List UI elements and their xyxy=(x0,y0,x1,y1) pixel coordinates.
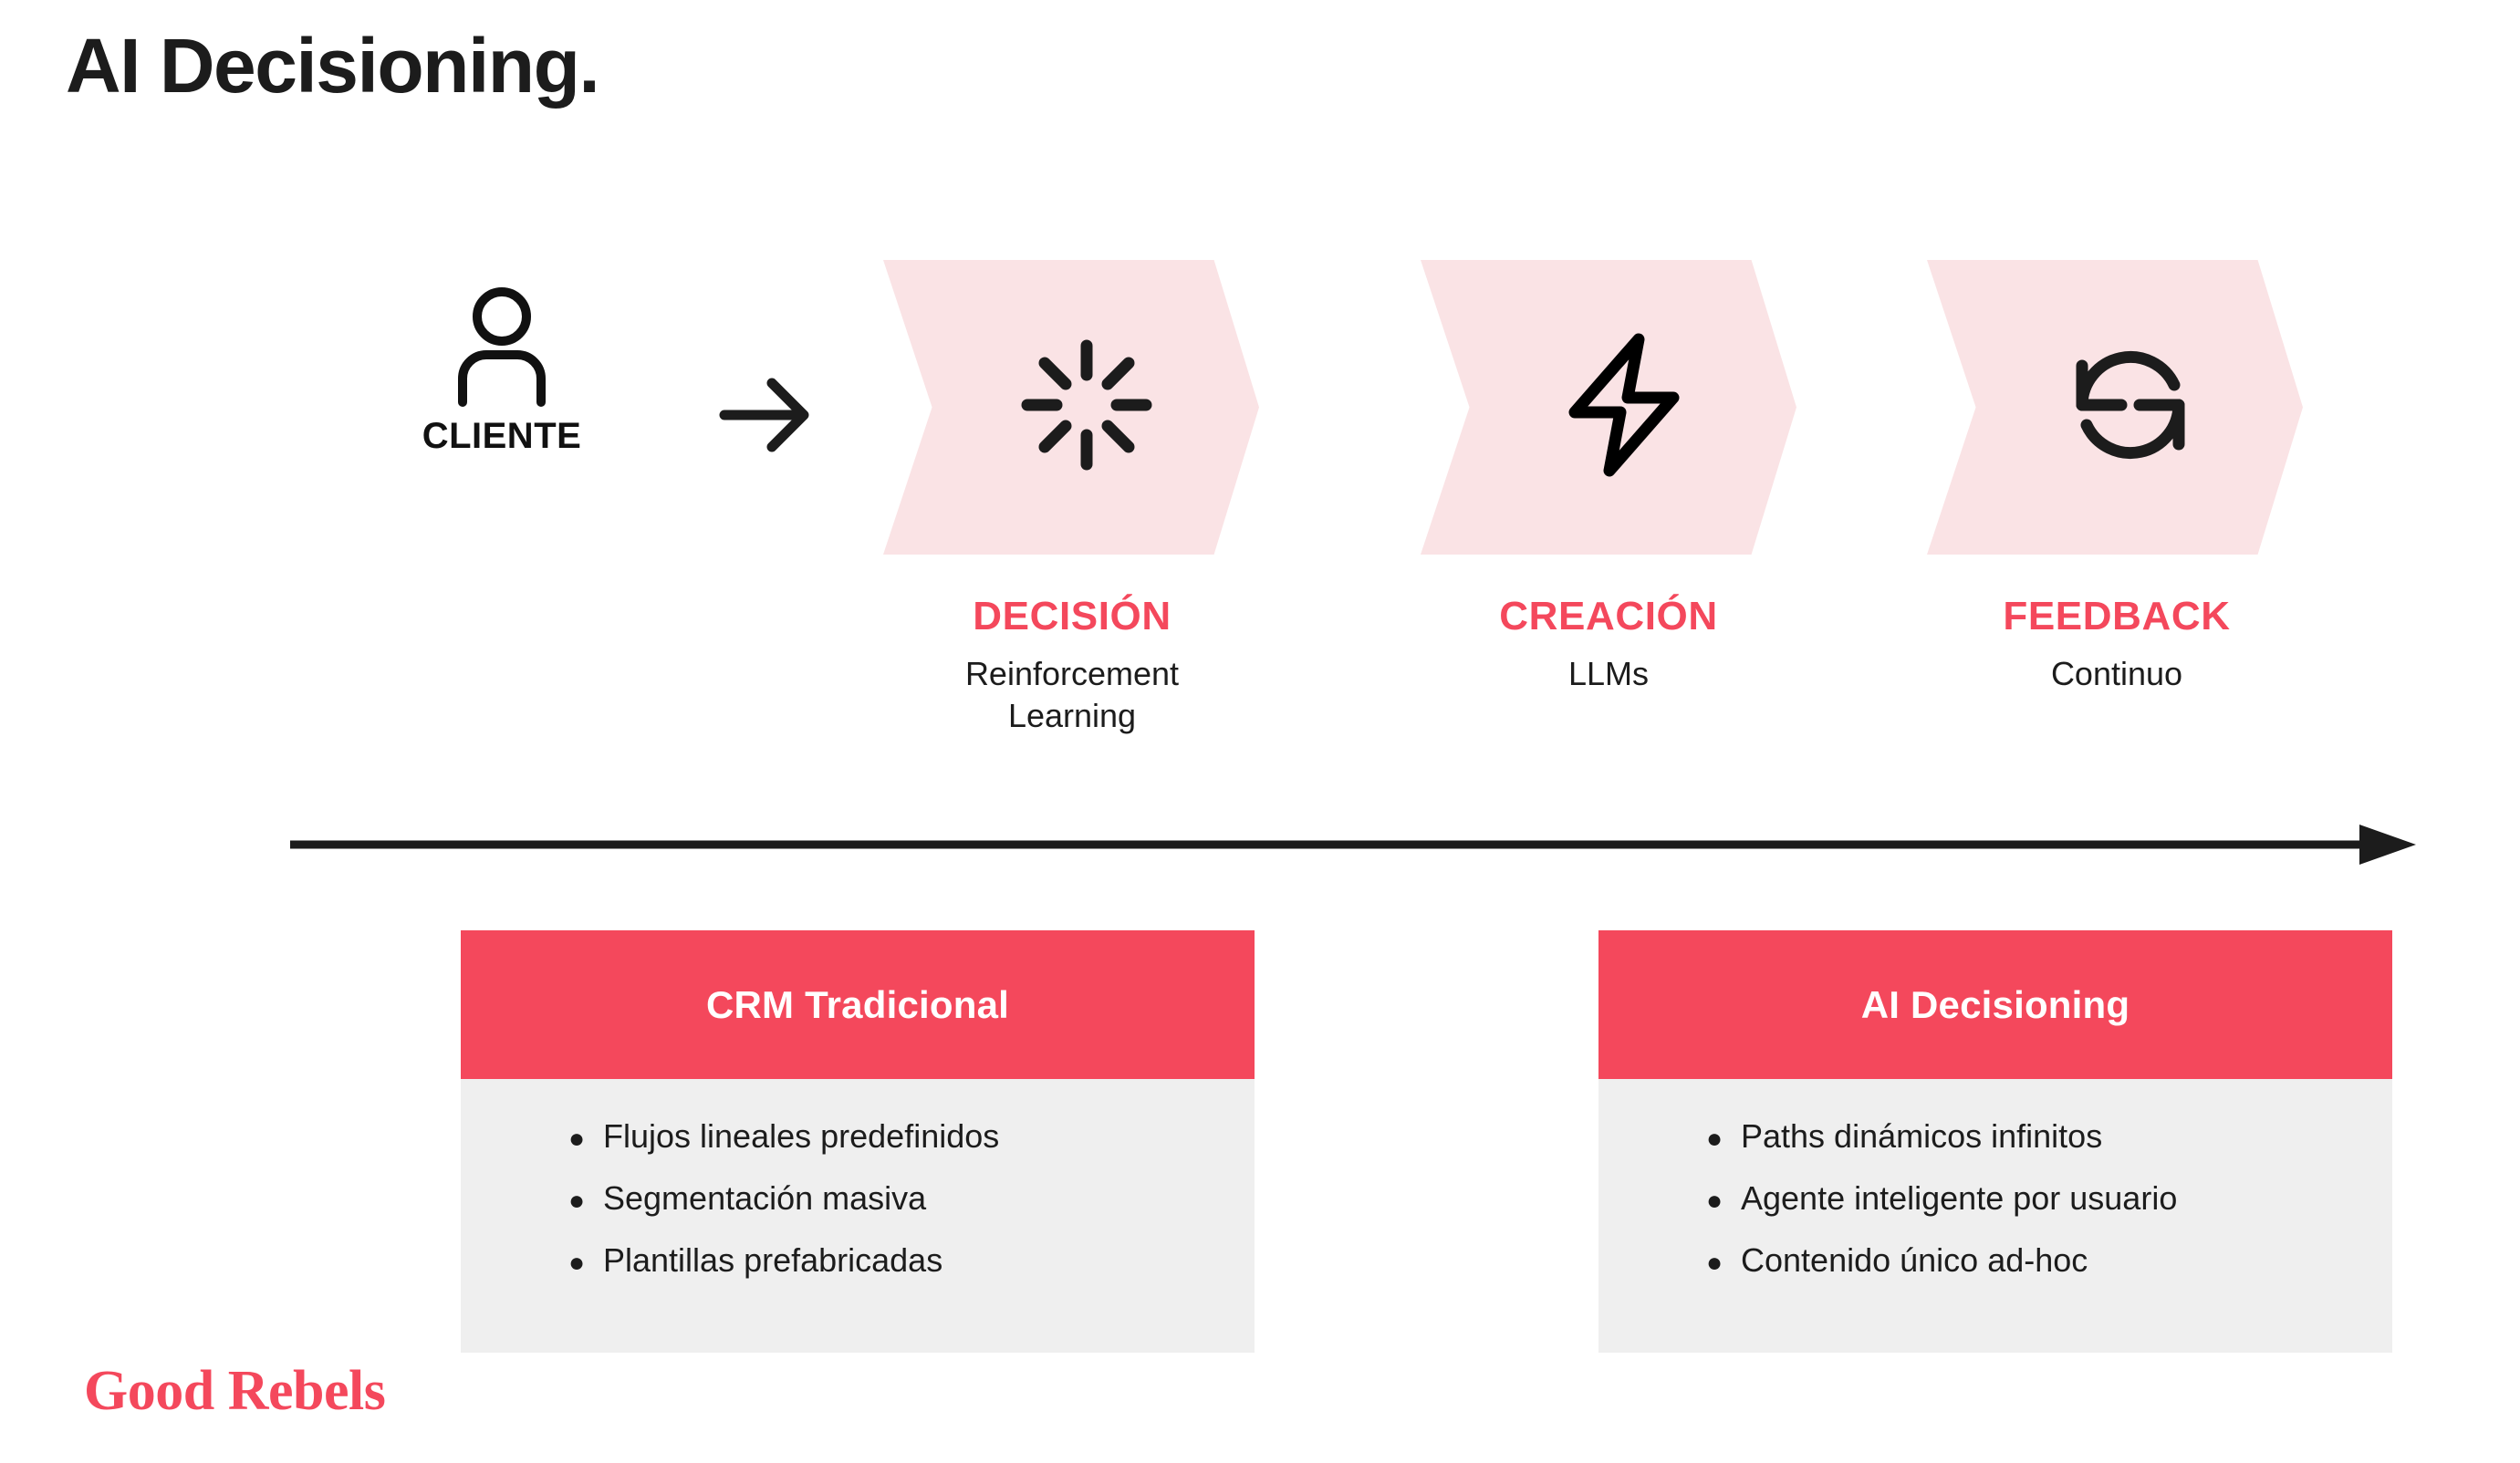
stage-subtitle: Reinforcement Learning xyxy=(876,653,1268,737)
bullet-dot-icon: ● xyxy=(1706,1186,1723,1216)
card-body: ● Paths dinámicos infinitos ● Agente int… xyxy=(1598,1079,2392,1353)
list-item-label: Paths dinámicos infinitos xyxy=(1741,1117,2103,1155)
list-item-label: Agente inteligente por usuario xyxy=(1741,1179,2178,1217)
list-item-label: Segmentación masiva xyxy=(603,1179,927,1217)
stage-title: FEEDBACK xyxy=(2003,594,2231,638)
actor-label: CLIENTE xyxy=(422,416,582,456)
stage-chevron-feedback xyxy=(1927,260,2303,555)
card-header: CRM Tradicional xyxy=(461,930,1255,1079)
stage-subtitle-line2: Learning xyxy=(1007,697,1137,735)
list-item: ● Paths dinámicos infinitos xyxy=(1706,1110,2392,1165)
lightning-bolt-icon xyxy=(1560,332,1688,482)
stage-caption-feedback: FEEDBACK Continuo xyxy=(1921,594,2313,695)
stage-caption-creacion: CREACIÓN LLMs xyxy=(1412,594,1805,695)
list-item: ● Contenido único ad-hoc xyxy=(1706,1234,2392,1289)
stage-subtitle-line1: Continuo xyxy=(2050,655,2183,693)
stage-title: CREACIÓN xyxy=(1499,594,1718,638)
stage-chevron-creacion xyxy=(1421,260,1796,555)
card-body: ● Flujos lineales predefinidos ● Segment… xyxy=(461,1079,1255,1353)
comparison-card-crm-tradicional: CRM Tradicional ● Flujos lineales predef… xyxy=(461,930,1255,1353)
list-item: ● Agente inteligente por usuario xyxy=(1706,1172,2392,1227)
brand-logo: Good Rebels xyxy=(84,1360,386,1422)
stage-title: DECISIÓN xyxy=(973,594,1171,638)
timeline-arrow-right-icon xyxy=(290,821,2416,868)
person-icon xyxy=(392,283,611,410)
stage-subtitle-line1: LLMs xyxy=(1567,655,1650,693)
stage-subtitle: LLMs xyxy=(1412,653,1805,695)
bullet-dot-icon: ● xyxy=(568,1124,586,1154)
page-title: AI Decisioning. xyxy=(66,23,600,109)
card-header: AI Decisioning xyxy=(1598,930,2392,1079)
list-item-label: Flujos lineales predefinidos xyxy=(603,1117,1000,1155)
bullet-list: ● Flujos lineales predefinidos ● Segment… xyxy=(461,1110,1255,1289)
stage-subtitle: Continuo xyxy=(1921,653,2313,695)
card-title: AI Decisioning xyxy=(1860,982,2130,1026)
spinner-burst-icon xyxy=(1018,337,1155,478)
card-title: CRM Tradicional xyxy=(705,982,1010,1026)
bullet-dot-icon: ● xyxy=(568,1186,586,1216)
actor-cliente: CLIENTE xyxy=(392,283,611,457)
refresh-cycle-icon xyxy=(2053,337,2208,478)
list-item: ● Plantillas prefabricadas xyxy=(568,1234,1255,1289)
list-item-label: Contenido único ad-hoc xyxy=(1741,1241,2088,1279)
stage-caption-decision: DECISIÓN Reinforcement Learning xyxy=(876,594,1268,738)
bullet-dot-icon: ● xyxy=(1706,1124,1723,1154)
list-item: ● Segmentación masiva xyxy=(568,1172,1255,1227)
bullet-dot-icon: ● xyxy=(568,1248,586,1278)
stage-subtitle-line1: Reinforcement xyxy=(964,655,1180,693)
stage-chevron-decision xyxy=(883,260,1259,555)
arrow-right-icon xyxy=(712,365,821,465)
list-item-label: Plantillas prefabricadas xyxy=(603,1241,943,1279)
list-item: ● Flujos lineales predefinidos xyxy=(568,1110,1255,1165)
bullet-list: ● Paths dinámicos infinitos ● Agente int… xyxy=(1598,1110,2392,1289)
bullet-dot-icon: ● xyxy=(1706,1248,1723,1278)
comparison-card-ai-decisioning: AI Decisioning ● Paths dinámicos infinit… xyxy=(1598,930,2392,1353)
